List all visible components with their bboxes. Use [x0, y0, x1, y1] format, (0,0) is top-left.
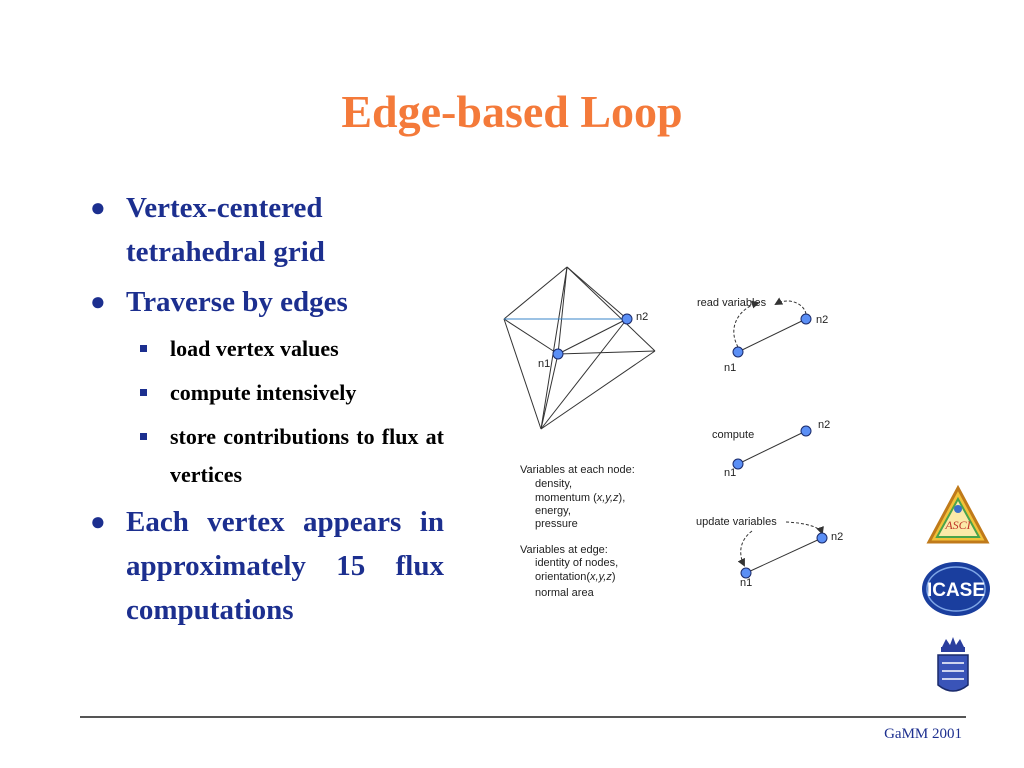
bullet-item: ● Vertex-centered tetrahedral grid [84, 186, 444, 274]
tet-edge [557, 350, 656, 355]
edge-line [745, 537, 823, 574]
node-label-n1: n1 [724, 362, 736, 374]
node-var-momentum: momentum (x,y,z), [535, 492, 625, 504]
tet-edge [540, 353, 559, 430]
node-n1 [732, 458, 744, 470]
tet-edge [540, 266, 568, 430]
bullet-item: ● Traverse by edges [84, 280, 444, 324]
node-label-n2: n2 [831, 531, 843, 543]
tet-edge [503, 318, 542, 430]
update-variables-label: update variables [696, 516, 777, 528]
node-label-n1: n1 [740, 577, 752, 589]
tet-edge [557, 318, 628, 355]
tet-label-n2: n2 [636, 311, 648, 323]
edge-line [737, 318, 807, 353]
read-arrow [733, 300, 760, 348]
node-n1 [740, 567, 752, 579]
sub-bullet-item: store contributions to flux at vertices [84, 418, 444, 494]
asci-logo-text: ASCI [944, 518, 971, 532]
node-vars-heading: Variables at each node: [520, 464, 635, 476]
sub-bullet-item: compute intensively [84, 374, 444, 412]
sub-bullet-text: compute intensively [170, 380, 357, 405]
node-label-n1: n1 [724, 467, 736, 479]
update-arrow [785, 521, 824, 535]
edge-loop-diagram: n1 n2 read variables n1 n2 compute n1 n2… [503, 266, 843, 599]
bullet-list: ● Vertex-centered tetrahedral grid ● Tra… [84, 186, 444, 638]
asci-logo: ASCI [926, 485, 990, 544]
node-var-density: density, [535, 478, 572, 490]
node-n2 [621, 313, 633, 325]
node-var-energy: energy, [535, 505, 571, 517]
footer-text: GaMM 2001 [884, 726, 962, 742]
icase-logo-text: ICASE [927, 580, 985, 601]
crest-logo [937, 637, 969, 692]
edge-var-orientation: orientation(x,y,z) [535, 571, 616, 583]
tet-edge [503, 318, 559, 355]
tet-label-n1: n1 [538, 358, 550, 370]
read-variables-label: read variables [697, 297, 767, 309]
edge-vars-heading: Variables at edge: [520, 544, 608, 556]
node-n2 [800, 313, 812, 325]
edge-var-identity: identity of nodes, [535, 557, 618, 569]
bullet-item: ● Each vertex appears in approximately 1… [84, 500, 444, 632]
slide-title: Edge-based Loop [341, 86, 683, 137]
tetrahedron [503, 266, 656, 430]
icase-logo: ICASE [922, 562, 990, 616]
tet-edge [540, 318, 628, 430]
node-label-n2: n2 [816, 314, 828, 326]
tet-edge [557, 266, 568, 355]
bullet-text: Each vertex appears in approximately 15 … [126, 506, 444, 626]
node-n1 [552, 348, 564, 360]
node-n2 [816, 532, 828, 544]
tet-edge [503, 266, 568, 320]
sub-bullet-list: load vertex values compute intensively s… [84, 330, 444, 494]
sub-bullet-text: store contributions to flux at vertices [170, 424, 444, 487]
bullet-dot-icon: ● [90, 287, 106, 316]
bullet-dot-icon: ● [90, 193, 106, 222]
square-bullet-icon [140, 345, 147, 352]
footer-divider [80, 716, 966, 718]
node-label-n2: n2 [818, 419, 830, 431]
square-bullet-icon [140, 389, 147, 396]
tet-edge [540, 350, 656, 430]
node-n2 [800, 425, 812, 437]
bullet-dot-icon: ● [90, 507, 106, 536]
bullet-text: Traverse by edges [126, 286, 348, 318]
read-arrow [774, 297, 807, 315]
node-var-pressure: pressure [535, 518, 578, 530]
sub-bullet-text: load vertex values [170, 336, 339, 361]
compute-label: compute [712, 429, 754, 441]
tet-edge [566, 266, 656, 352]
square-bullet-icon [140, 433, 147, 440]
edge-var-area: normal area [535, 587, 595, 599]
update-arrow [737, 530, 753, 567]
tet-edge [566, 266, 628, 320]
sub-bullet-item: load vertex values [84, 330, 444, 368]
edge-line [737, 430, 807, 465]
node-n1 [732, 346, 744, 358]
bullet-text: Vertex-centered tetrahedral grid [126, 192, 325, 268]
